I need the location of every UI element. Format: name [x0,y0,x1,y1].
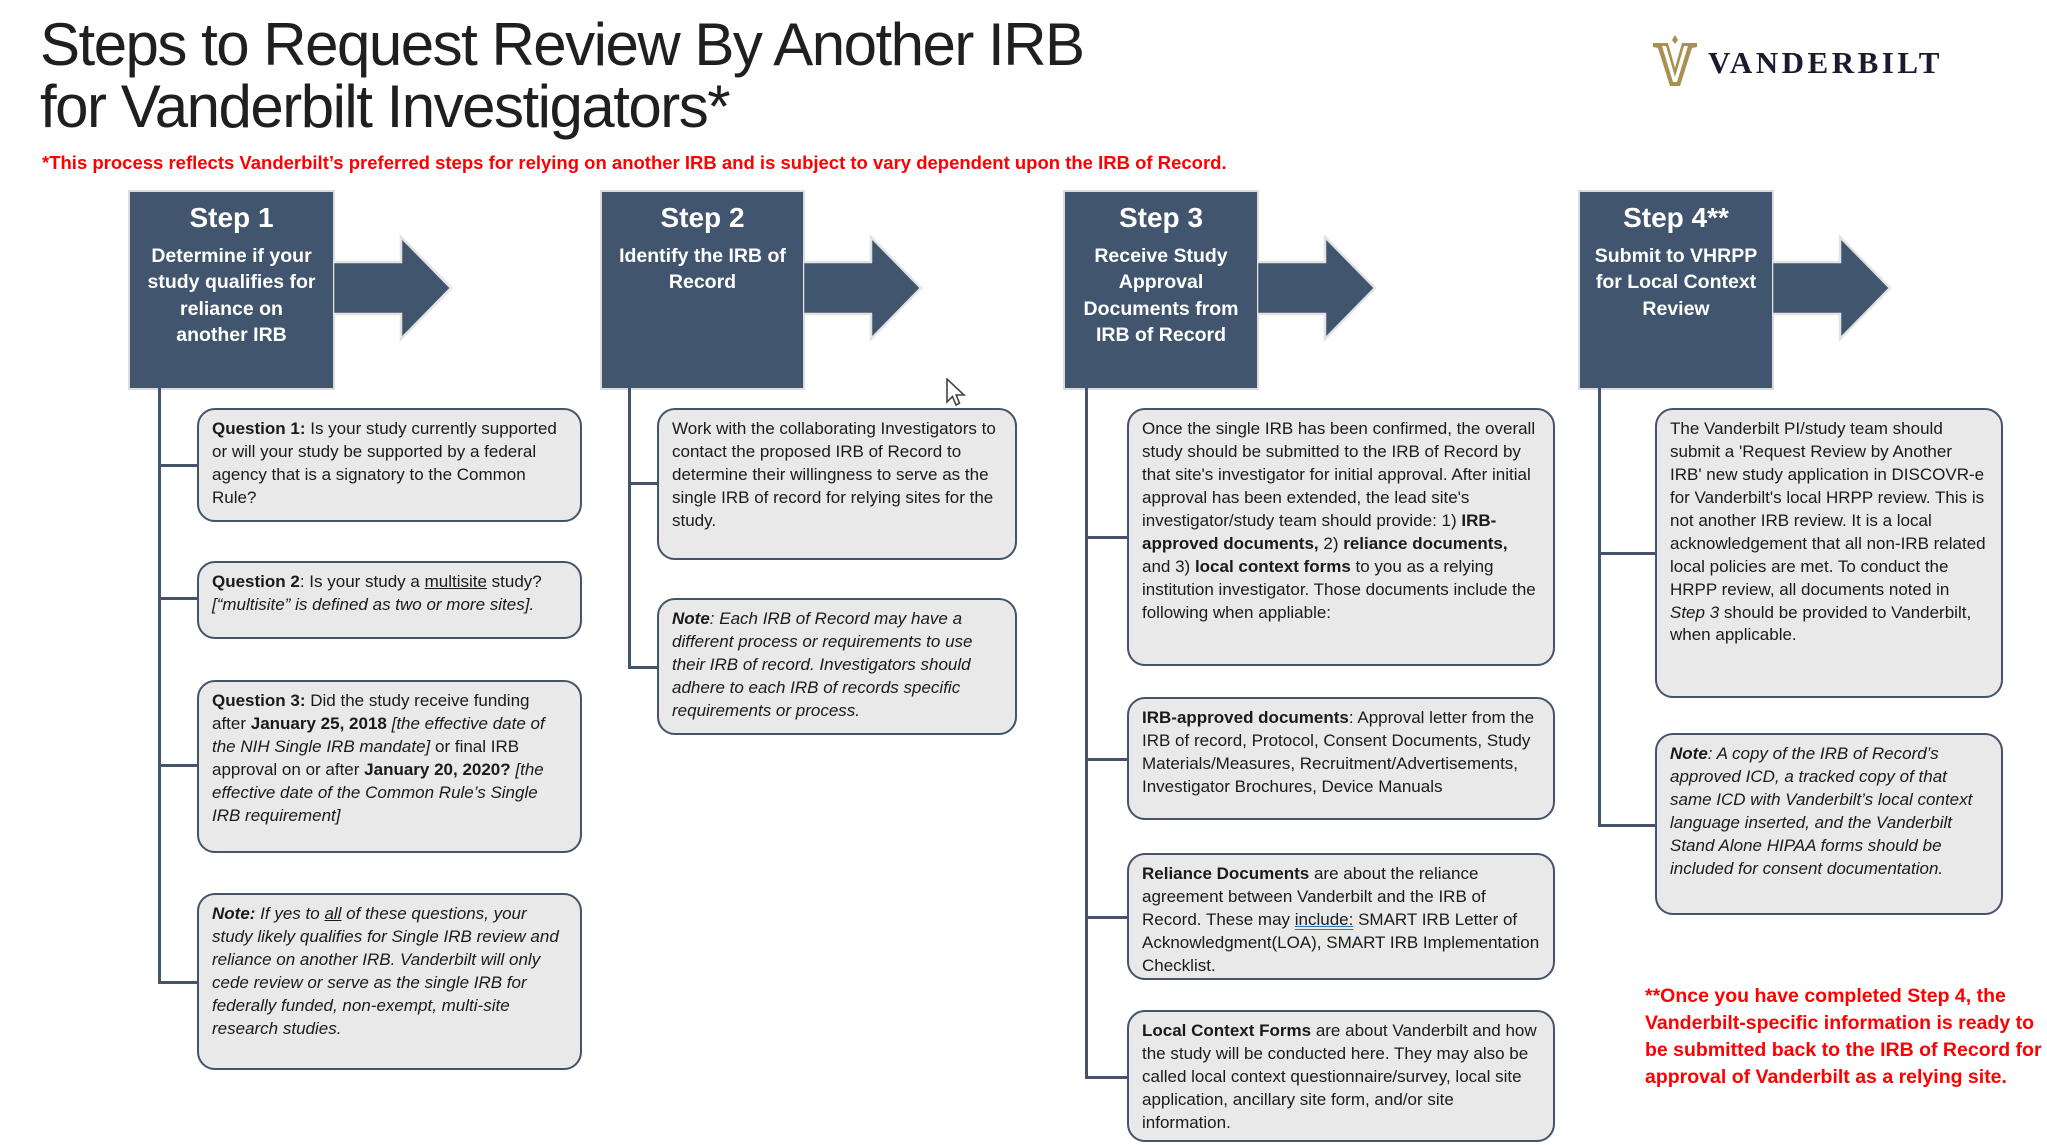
connector-line [1085,1076,1127,1079]
step-2-box: Step 2 Identify the IRB of Record [600,190,805,390]
step3-irb-approved-documents-box: IRB-approved documents: Approval letter … [1127,697,1555,820]
connector-line [1598,388,1601,824]
right-arrow-icon [333,233,453,343]
connector-line [628,388,631,666]
step4-note-box: Note: A copy of the IRB of Record’s appr… [1655,733,2003,915]
connector-line [1598,824,1655,827]
step2-instruction-text: Work with the collaborating Investigator… [672,419,996,530]
right-arrow-icon [1772,233,1892,343]
step1-question1-box: Question 1: Is your study currently supp… [197,408,582,522]
step-2-subtitle: Identify the IRB of Record [619,245,786,294]
step-1-subtitle: Determine if your study qualifies for re… [147,245,316,346]
connector-line [158,981,197,984]
connector-line [1085,916,1127,919]
step-3-box: Step 3 Receive Study Approval Documents … [1063,190,1259,390]
step1-question1-text: Question 1: Is your study currently supp… [212,419,557,507]
vanderbilt-wordmark: VANDERBILT [1708,45,1943,80]
step4-footnote: **Once you have completed Step 4, the Va… [1645,985,2042,1088]
connector-line [158,388,161,983]
step-3-label: Step 3 [1118,202,1204,233]
right-arrow-icon [803,233,923,343]
step4-instruction-box: The Vanderbilt PI/study team should subm… [1655,408,2003,698]
step-1-label: Step 1 [189,202,274,233]
page-subtitle: *This process reflects Vanderbilt’s pref… [42,152,1227,173]
page-title-line2: for Vanderbilt Investigators* [40,73,731,141]
step4-note-text: Note: A copy of the IRB of Record’s appr… [1670,744,1973,878]
step3-reliance-documents-box: Reliance Documents are about the relianc… [1127,853,1555,980]
step1-note-box: Note: If yes to all of these questions, … [197,893,582,1070]
step-4-label: Step 4** [1623,202,1729,233]
step3-reliance-documents-text: Reliance Documents are about the relianc… [1142,864,1540,975]
step3-overview-text: Once the single IRB has been confirmed, … [1142,419,1536,622]
step2-note-text: Note: Each IRB of Record may have a diff… [672,609,973,720]
page-title-line1: Steps to Request Review By Another IRB [40,11,1085,78]
step2-instruction-box: Work with the collaborating Investigator… [657,408,1017,560]
step1-question2-text: Question 2: Is your study a multisite st… [212,572,542,614]
step3-local-context-forms-box: Local Context Forms are about Vanderbilt… [1127,1010,1555,1142]
connector-line [158,464,197,467]
connector-line [158,597,197,600]
right-arrow-icon [1257,233,1377,343]
step1-note-text: Note: If yes to all of these questions, … [212,904,559,1038]
step3-irb-approved-documents-text: IRB-approved documents: Approval letter … [1142,708,1535,796]
connector-line [1085,536,1127,539]
step2-note-box: Note: Each IRB of Record may have a diff… [657,598,1017,735]
step1-question2-box: Question 2: Is your study a multisite st… [197,561,582,639]
connector-line [158,764,197,767]
step3-local-context-forms-text: Local Context Forms are about Vanderbilt… [1142,1021,1537,1132]
mouse-cursor-icon [946,378,967,407]
connector-line [628,482,657,485]
step3-overview-box: Once the single IRB has been confirmed, … [1127,408,1555,666]
connector-line [628,666,657,669]
step1-question3-box: Question 3: Did the study receive fundin… [197,680,582,853]
vanderbilt-logo: VANDERBILT [1652,34,1943,92]
step-3-subtitle: Receive Study Approval Documents from IR… [1083,245,1239,346]
connector-line [1085,388,1088,1076]
step-4-subtitle: Submit to VHRPP for Local Context Review [1594,245,1758,320]
page-title: Steps to Request Review By Another IRB f… [40,11,1085,141]
step-1-box: Step 1 Determine if your study qualifies… [128,190,335,390]
vanderbilt-v-icon [1653,35,1697,86]
connector-line [1085,758,1127,761]
connector-line [1598,552,1655,555]
step1-question3-text: Question 3: Did the study receive fundin… [212,691,545,825]
step-4-box: Step 4** Submit to VHRPP for Local Conte… [1578,190,1774,390]
step-2-label: Step 2 [660,202,745,233]
step4-instruction-text: The Vanderbilt PI/study team should subm… [1670,419,1986,645]
